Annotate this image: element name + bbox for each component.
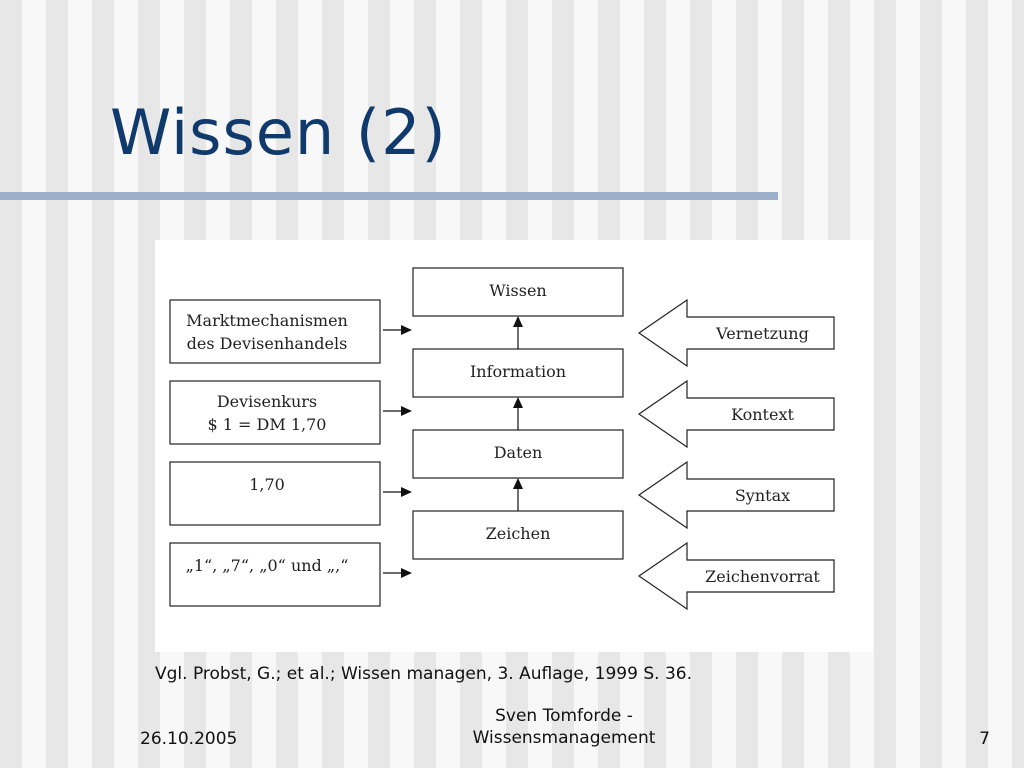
example-label: 1,70 bbox=[249, 475, 285, 494]
up-arrow-head bbox=[513, 397, 523, 408]
footer-author-name: Sven Tomforde - bbox=[495, 706, 633, 726]
hierarchy-box-information bbox=[412, 348, 624, 398]
hierarchy-label: Zeichen bbox=[486, 524, 551, 543]
slide-title: Wissen (2) bbox=[110, 96, 447, 169]
enrichment-label: Vernetzung bbox=[715, 324, 809, 343]
up-arrow-head bbox=[513, 478, 523, 489]
enrichment-label: Zeichenvorrat bbox=[705, 567, 820, 586]
up-arrow-head bbox=[513, 316, 523, 327]
enrichment-label: Kontext bbox=[731, 405, 794, 424]
example-box bbox=[169, 461, 381, 526]
example-box bbox=[169, 380, 381, 445]
footer-author: Sven Tomforde - Wissensmanagement bbox=[414, 705, 714, 749]
example-label: $ 1 = DM 1,70 bbox=[208, 415, 327, 434]
footer-date: 26.10.2005 bbox=[140, 729, 238, 749]
example-arrow-head bbox=[401, 325, 412, 335]
enrichment-arrow bbox=[637, 460, 835, 530]
example-box bbox=[169, 299, 381, 364]
hierarchy-label: Wissen bbox=[489, 281, 546, 300]
page-number: 7 bbox=[979, 729, 990, 749]
enrichment-arrow bbox=[637, 298, 835, 368]
example-box bbox=[169, 542, 381, 607]
example-arrow-head bbox=[401, 487, 412, 497]
title-divider bbox=[0, 192, 778, 200]
enrichment-label: Syntax bbox=[735, 486, 790, 505]
example-label: „1“, „7“, „0“ und „,“ bbox=[186, 556, 349, 575]
hierarchy-label: Information bbox=[470, 362, 566, 381]
example-arrow-head bbox=[401, 406, 412, 416]
hierarchy-label: Daten bbox=[494, 443, 543, 462]
hierarchy-box-zeichen bbox=[412, 510, 624, 560]
hierarchy-box-wissen bbox=[412, 267, 624, 317]
example-label: Marktmechanismen bbox=[186, 311, 348, 330]
enrichment-arrow bbox=[637, 379, 835, 449]
example-arrow-head bbox=[401, 568, 412, 578]
source-citation: Vgl. Probst, G.; et al.; Wissen managen,… bbox=[155, 664, 692, 684]
enrichment-arrow bbox=[637, 541, 835, 611]
footer-author-topic: Wissensmanagement bbox=[472, 728, 656, 748]
example-label: des Devisenhandels bbox=[187, 334, 348, 353]
example-label: Devisenkurs bbox=[217, 392, 317, 411]
